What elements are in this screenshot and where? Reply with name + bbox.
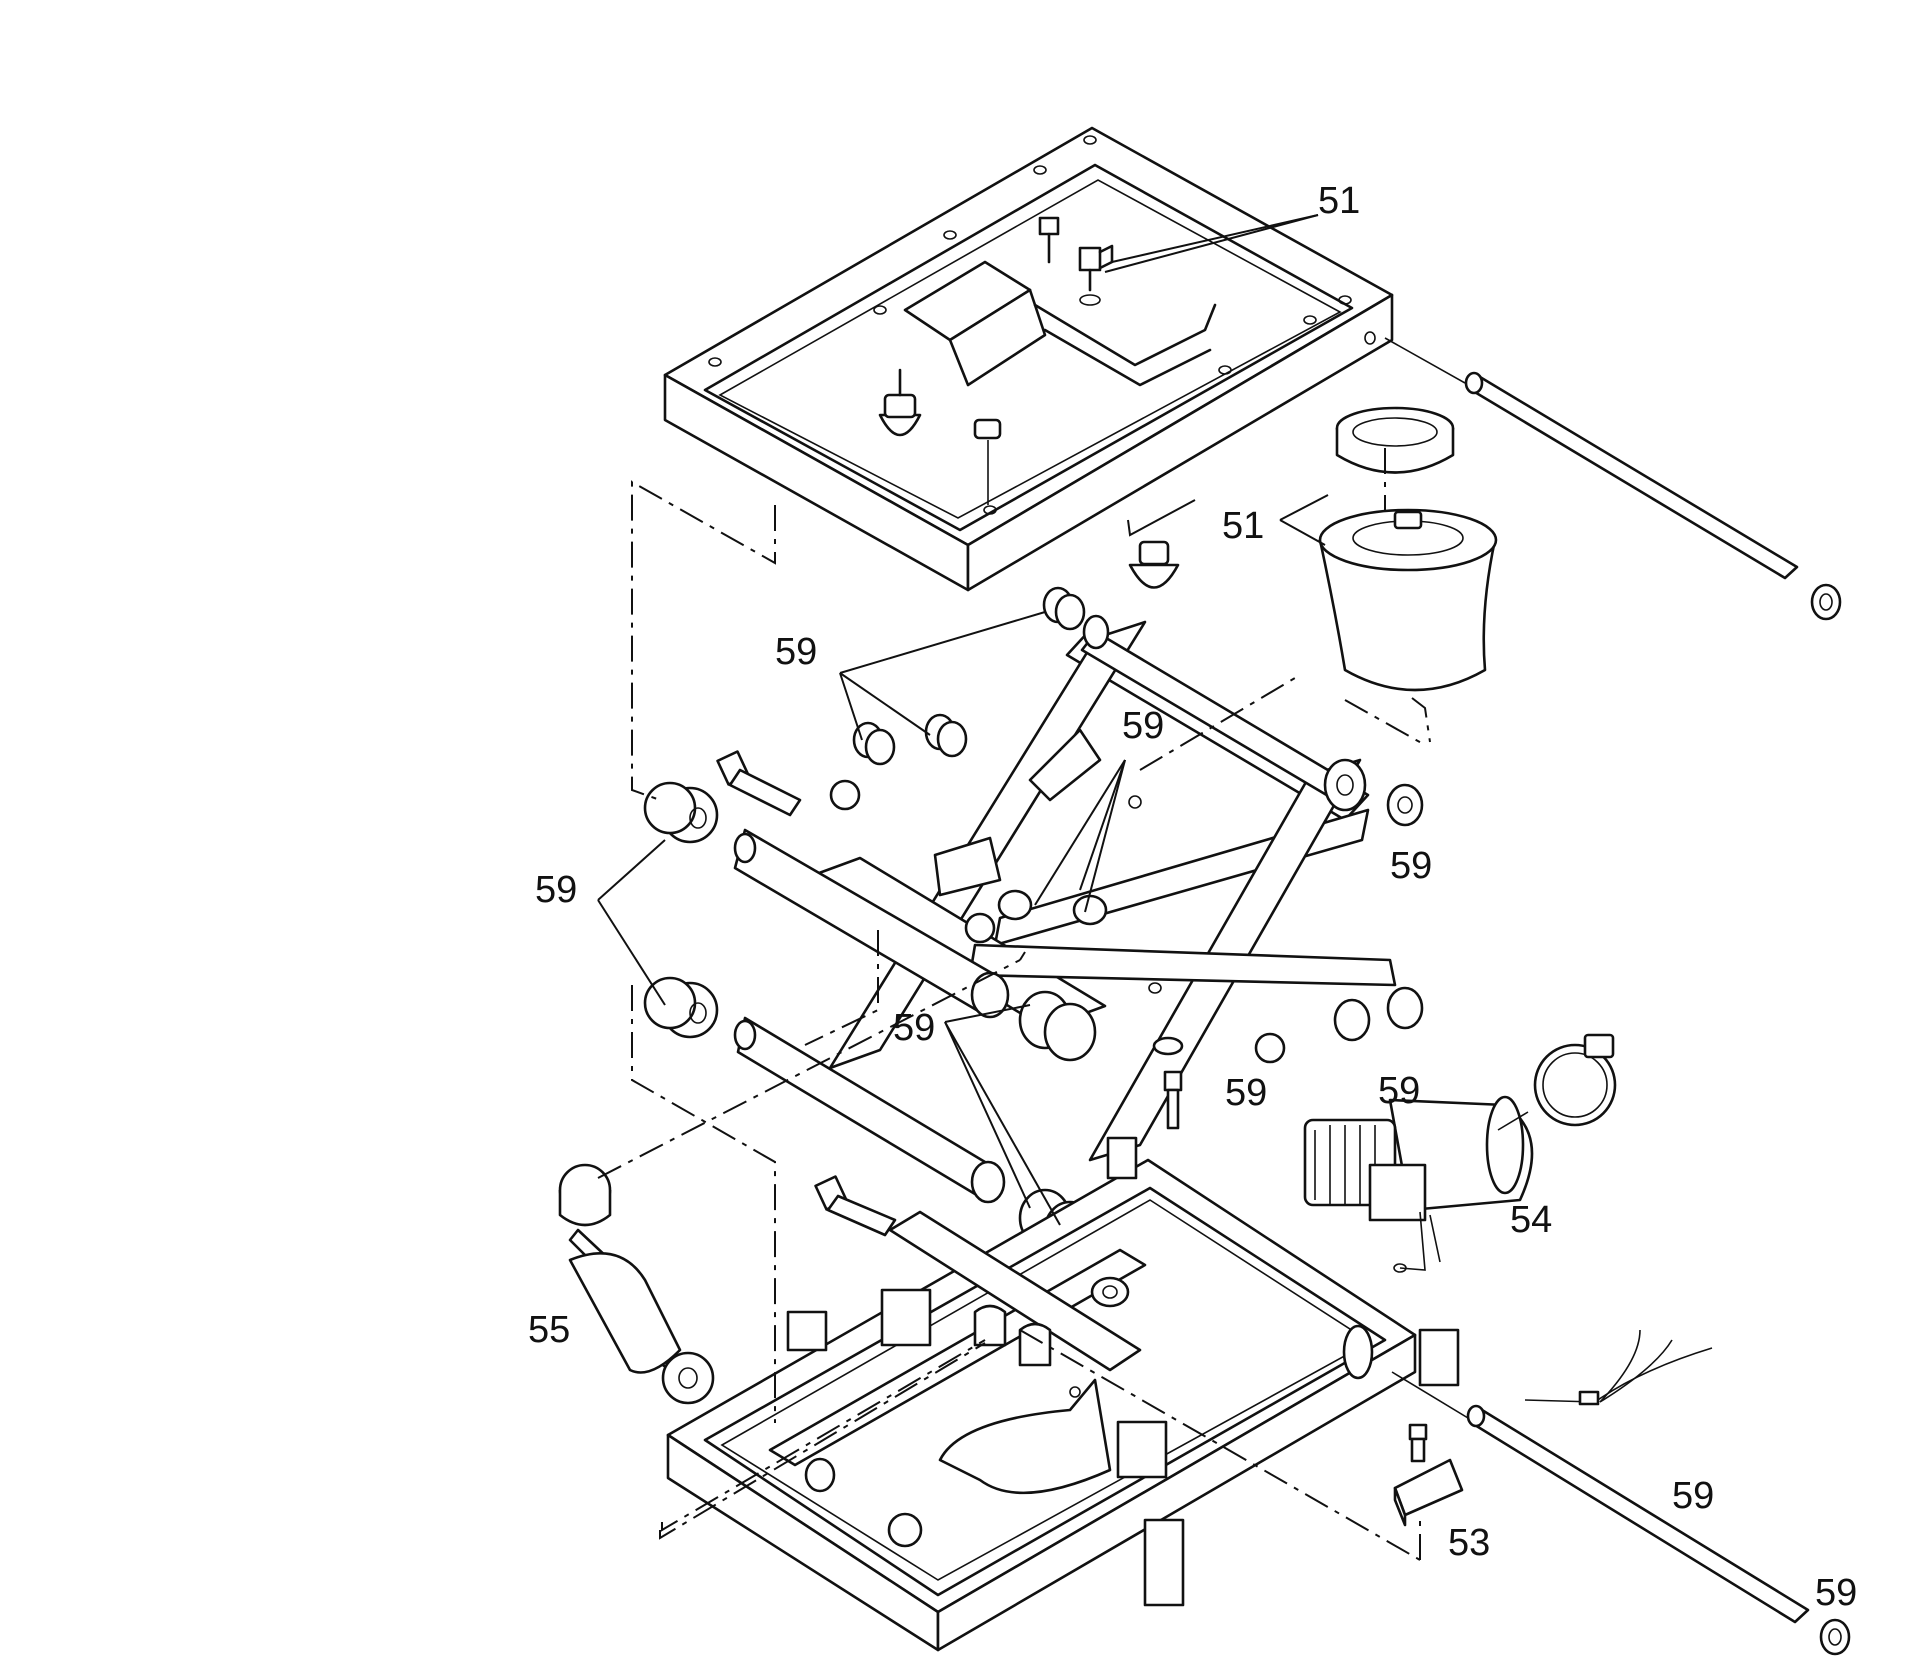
callout-59-right-top: 59: [1390, 845, 1432, 887]
callout-59-washer: 59: [1815, 1572, 1857, 1614]
shock-absorber-icon: [558, 1163, 715, 1405]
air-spring-icon: [1318, 406, 1498, 743]
spacer-icon: [829, 586, 1424, 1064]
callout-51-spring: 51: [1222, 505, 1264, 547]
lower-frame-icon: [666, 1136, 1460, 1652]
assembly-guide-lines: [597, 480, 1426, 1561]
hose-clamp-icon: [1497, 1033, 1617, 1131]
compressor-icon: [1303, 1095, 1534, 1273]
mount-bracket-icon: [1393, 1423, 1464, 1527]
callout-54: 54: [1510, 1199, 1552, 1241]
callout-59-nut: 59: [1225, 1072, 1267, 1114]
pivot-rod-icon: [1384, 337, 1842, 621]
roller-icon: [733, 828, 1010, 1204]
callout-leaders: [597, 611, 1126, 1226]
callout-53: 53: [1448, 1522, 1490, 1564]
callout-59-rod: 59: [1672, 1475, 1714, 1517]
bolt-icon: [716, 750, 1183, 1237]
upper-frame-icon: [663, 126, 1394, 592]
scissor-linkage-icon: [798, 614, 1397, 1162]
pivot-rod-icon: [1391, 1329, 1851, 1656]
callout-51-top: 51: [1318, 180, 1360, 222]
callout-labels: 51 51 59 59 59 59 59 59 59 54 55 53 59 5…: [528, 180, 1857, 1614]
callout-59-mid: 59: [893, 1007, 935, 1049]
callout-59-top-left: 59: [775, 631, 817, 673]
callout-59-center: 59: [1122, 705, 1164, 747]
bump-stop-icon: [1127, 499, 1196, 589]
callout-55: 55: [528, 1309, 570, 1351]
callout-59-left: 59: [535, 869, 577, 911]
callout-59-right-low: 59: [1378, 1070, 1420, 1112]
